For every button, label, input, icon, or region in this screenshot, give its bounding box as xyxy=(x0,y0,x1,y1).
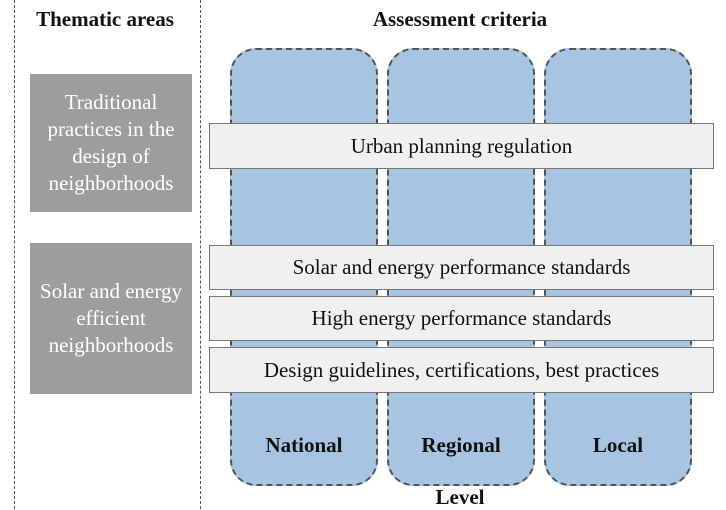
middle-divider xyxy=(200,0,201,509)
level-label-local: Local xyxy=(592,433,644,457)
level-heading: Level xyxy=(435,485,485,509)
thematic-heading: Thematic areas xyxy=(36,7,174,31)
criteria-heading: Assessment criteria xyxy=(372,7,548,31)
thematic-area-traditional: Traditional practices in the design of n… xyxy=(30,74,192,212)
thematic-area-solar: Solar and energy efficient neighborhoods xyxy=(30,243,192,394)
criterion-design-guidelines: Design guidelines, certifications, best … xyxy=(209,347,714,393)
left-divider xyxy=(14,0,15,509)
level-label-regional: Regional xyxy=(421,433,501,457)
level-label-national: National xyxy=(265,433,343,457)
criterion-urban-planning: Urban planning regulation xyxy=(209,123,714,169)
criterion-high-energy: High energy performance standards xyxy=(209,296,714,341)
criterion-solar-energy: Solar and energy performance standards xyxy=(209,245,714,290)
